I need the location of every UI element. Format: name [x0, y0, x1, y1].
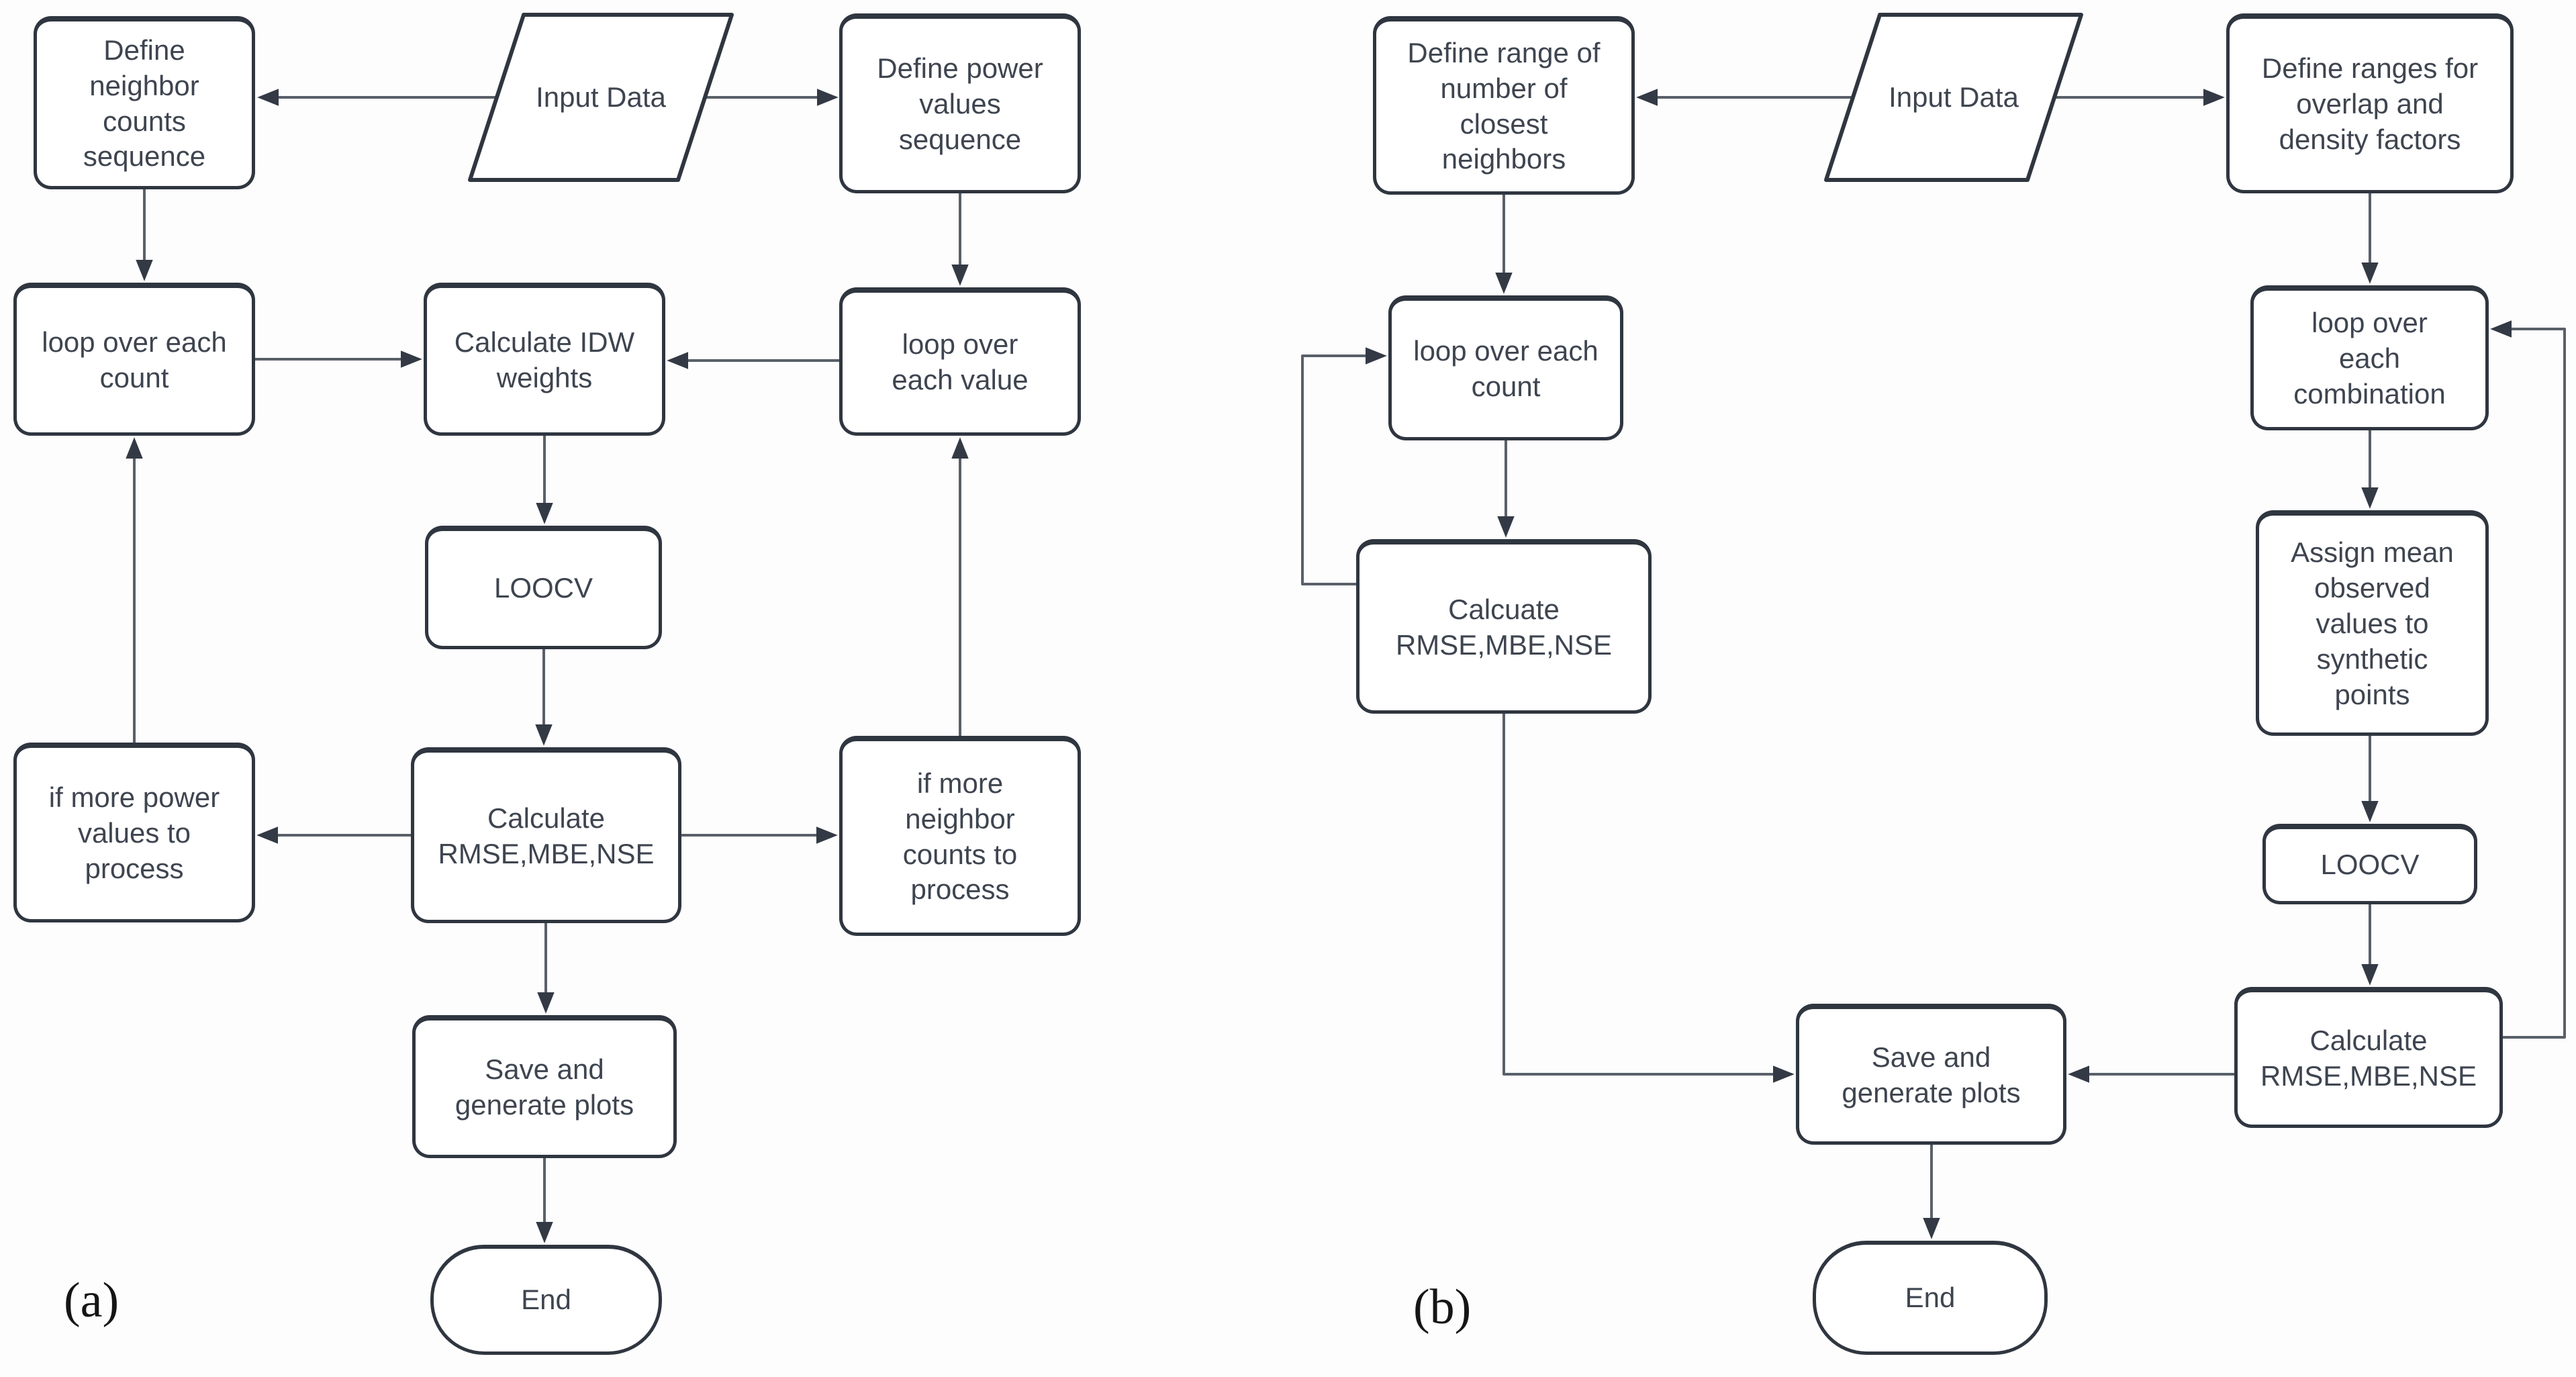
b-node-save-and-generate-plots: Save and generate plots: [1796, 1004, 2066, 1145]
b-node-calcuate-rmse-mbe-nse: Calcuate RMSE,MBE,NSE: [1356, 539, 1652, 714]
node-label: Define range of number of closest neighb…: [1407, 36, 1601, 175]
node-label: Define ranges for overlap and density fa…: [2261, 52, 2479, 155]
node-label: Calculate RMSE,MBE,NSE: [438, 802, 655, 869]
b-node-loop-over-each-count: loop over each count: [1388, 295, 1623, 440]
node-label: Calculate IDW weights: [454, 326, 635, 393]
a-node-if-more-neighbor-counts: if more neighbor counts to process: [839, 736, 1081, 936]
b-arrow-calcuate-rmse-feedback-to-loop-count: [1301, 347, 1387, 585]
b-node-loop-over-each-combination: loop over each combination: [2250, 285, 2489, 430]
b-node-define-range-closest-neighbors: Define range of number of closest neighb…: [1373, 16, 1635, 195]
a-node-define-neighbor-counts: Define neighbor counts sequence: [34, 16, 255, 189]
a-node-end: End: [430, 1245, 662, 1355]
node-label: End: [521, 1284, 571, 1316]
b-node-define-ranges-overlap-density: Define ranges for overlap and density fa…: [2226, 13, 2514, 193]
a-node-save-and-generate-plots: Save and generate plots: [412, 1015, 677, 1158]
node-label: Calcuate RMSE,MBE,NSE: [1395, 593, 1613, 661]
a-input-data-parallelogram: [468, 13, 734, 182]
a-node-input-data: Input Data: [483, 15, 718, 180]
node-label: if more power values to process: [48, 781, 220, 884]
b-arrow-calc-rmse-feedback-to-loop-combination: [2490, 320, 2566, 1039]
a-node-define-power-values: Define power values sequence: [839, 13, 1081, 193]
b-chart-caption: (b): [1413, 1280, 1472, 1335]
a-node-calculate-rmse-mbe-nse: Calculate RMSE,MBE,NSE: [411, 747, 681, 923]
a-node-loop-over-each-value: loop over each value: [839, 287, 1081, 436]
node-label: Input Data: [536, 81, 666, 113]
a-node-loocv: LOOCV: [425, 526, 662, 649]
node-label: if more neighbor counts to process: [902, 767, 1018, 906]
node-label: Calculate RMSE,MBE,NSE: [2260, 1024, 2477, 1092]
b-node-input-data: Input Data: [1840, 15, 2068, 180]
node-label: Define power values sequence: [877, 52, 1043, 155]
node-label: loop over each value: [892, 328, 1029, 395]
a-node-loop-over-each-count: loop over each count: [13, 283, 255, 436]
node-label: LOOCV: [493, 572, 593, 604]
b-node-end: End: [1813, 1241, 2048, 1355]
node-label: loop over each count: [42, 326, 227, 393]
b-node-loocv: LOOCV: [2262, 824, 2477, 904]
node-label: Input Data: [1889, 81, 2019, 113]
node-label: Save and generate plots: [1842, 1041, 2021, 1108]
a-node-if-more-power-values: if more power values to process: [13, 743, 255, 922]
a-chart-caption: (a): [64, 1273, 120, 1328]
node-label: Save and generate plots: [455, 1053, 634, 1121]
node-label: loop over each combination: [2293, 307, 2446, 410]
b-node-calculate-rmse-mbe-nse: Calculate RMSE,MBE,NSE: [2234, 987, 2503, 1128]
node-label: End: [1905, 1282, 1956, 1314]
b-node-assign-mean-observed-values: Assign mean observed values to synthetic…: [2256, 510, 2489, 736]
node-label: Assign mean observed values to synthetic…: [2291, 536, 2454, 710]
b-input-data-parallelogram: [1824, 13, 2083, 182]
node-label: Define neighbor counts sequence: [83, 34, 206, 173]
node-label: LOOCV: [2320, 849, 2420, 881]
node-label: loop over each count: [1413, 334, 1599, 402]
b-arrow-calcuate-rmse-to-save: [1502, 714, 1795, 1083]
a-node-calculate-idw-weights: Calculate IDW weights: [424, 283, 665, 436]
